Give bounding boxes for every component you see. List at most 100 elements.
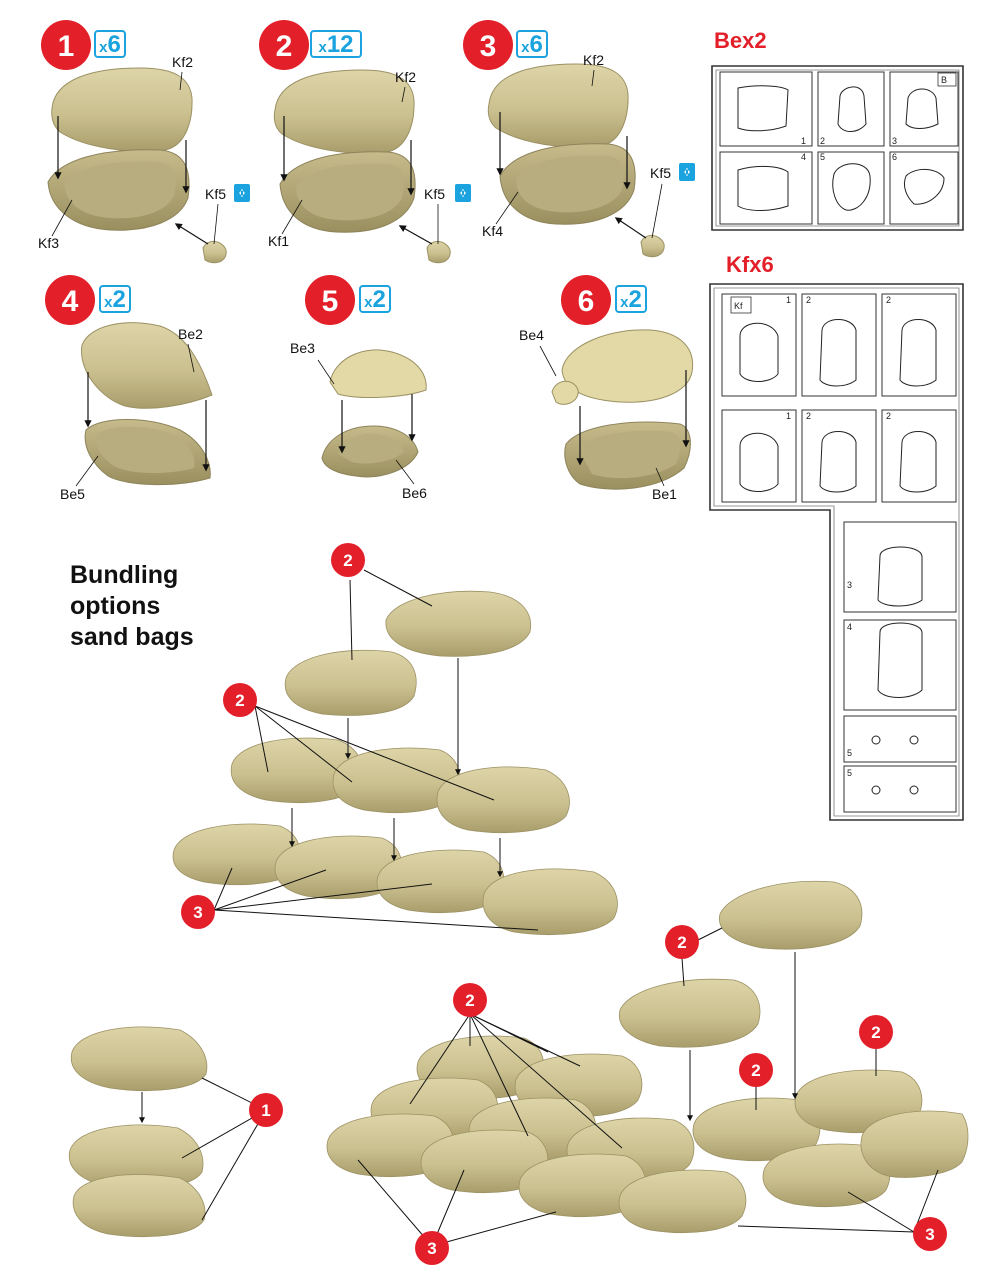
callout-badge: 2 [665, 925, 699, 959]
sprue-cell-number: 2 [886, 411, 891, 421]
part-label-bottom: Be6 [402, 485, 427, 501]
flip-icon [679, 163, 695, 181]
part-label-bottom: Kf4 [482, 223, 503, 239]
sprue-cell-number: 2 [806, 295, 811, 305]
part-label-tie: Kf5 [650, 165, 671, 181]
callout-badge: 2 [859, 1015, 893, 1049]
step-3: 3 x6 Kf2 Kf4 Kf5 [463, 20, 695, 257]
tie-part [641, 235, 664, 256]
callout-badge: 3 [415, 1231, 449, 1265]
quantity-box: x12 [311, 31, 361, 58]
qty-value: 2 [112, 286, 125, 313]
step-number: 4 [62, 285, 79, 318]
qty-value: 2 [372, 286, 385, 313]
sprue-cell-number: 3 [892, 136, 897, 146]
step-4: 4 x2 Be2 Be5 [45, 275, 212, 502]
quantity-box: x6 [517, 31, 547, 58]
sprue-cell-number: 4 [847, 622, 852, 632]
sprue-cell-number: 5 [847, 748, 852, 758]
heading-line: Bundling [70, 560, 300, 591]
callout-number: 1 [261, 1101, 270, 1120]
callout-number: 2 [751, 1061, 760, 1080]
sprue-cell-number: 2 [806, 411, 811, 421]
sprue-tag: B [941, 75, 947, 85]
bundling-heading: Bundling options sand bags [70, 560, 300, 653]
part-label-bottom: Kf3 [38, 235, 59, 251]
step-6: 6 x2 Be4 Be1 [519, 275, 693, 502]
svg-text:x2: x2 [620, 286, 642, 313]
sprue-title: Bex2 [714, 28, 767, 53]
qty-value: 6 [107, 31, 120, 58]
sprue-cell-number: 1 [801, 136, 806, 146]
sprue-cell-number: 1 [786, 411, 791, 421]
quantity-box: x2 [360, 286, 390, 313]
step-4-badge: 4 [45, 275, 95, 325]
sprue-cell-number: 2 [886, 295, 891, 305]
callout-number: 2 [235, 691, 244, 710]
step-2: 2 x12 Kf2 Kf1 Kf5 [259, 20, 471, 263]
sandbag-top-part [274, 70, 414, 153]
sprue-cell-number: 5 [820, 152, 825, 162]
sprue-kfx: Kfx6 Kf 1 2 2 1 2 2 3 4 5 5 [710, 252, 963, 820]
callout-number: 2 [871, 1023, 880, 1042]
sandbag-top-part [488, 64, 628, 147]
svg-text:x6: x6 [99, 31, 121, 58]
flip-icon [234, 184, 250, 202]
step-5: 5 x2 Be3 Be6 [290, 275, 427, 501]
callout-badge: 3 [913, 1217, 947, 1251]
sandbag-top-part [52, 68, 192, 151]
heading-line: sand bags [70, 622, 300, 653]
step-number: 1 [58, 30, 75, 63]
step-number: 3 [480, 30, 497, 63]
callout-number: 2 [465, 991, 474, 1010]
step-2-badge: 2 [259, 20, 309, 70]
flip-icon [455, 184, 471, 202]
step-5-badge: 5 [305, 275, 355, 325]
callout-badge: 2 [223, 683, 257, 717]
quantity-box: x2 [100, 286, 130, 313]
sprue-cell-number: 5 [847, 768, 852, 778]
sprue-cell-number: 3 [847, 580, 852, 590]
part-label-bottom: Kf1 [268, 233, 289, 249]
callout-badge: 2 [331, 543, 365, 577]
sprue-cell-number: 4 [801, 152, 806, 162]
sandbag-top-part [330, 350, 426, 398]
step-1-badge: 1 [41, 20, 91, 70]
step-number: 5 [322, 285, 339, 318]
step-number: 2 [276, 30, 293, 63]
callout-number: 2 [677, 933, 686, 952]
step-3-badge: 3 [463, 20, 513, 70]
tie-part [427, 241, 450, 262]
sprue-cell-number: 2 [820, 136, 825, 146]
part-label-top: Be3 [290, 340, 315, 356]
callout-number: 3 [193, 903, 202, 922]
step-number: 6 [578, 285, 595, 318]
step-6-badge: 6 [561, 275, 611, 325]
sandbag-top-part [562, 330, 693, 402]
svg-text:x6: x6 [521, 31, 543, 58]
qty-value: 2 [628, 286, 641, 313]
quantity-box: x2 [616, 286, 646, 313]
sprue-bex: Bex2 B 1 2 3 4 5 6 [712, 28, 963, 230]
callout-number: 2 [343, 551, 352, 570]
stack-wall: 2 2 2 2 3 3 [327, 881, 968, 1265]
part-label-top: Kf2 [583, 52, 604, 68]
callout-badge: 2 [739, 1053, 773, 1087]
callout-number: 3 [427, 1239, 436, 1258]
svg-text:x2: x2 [104, 286, 126, 313]
callout-number: 3 [925, 1225, 934, 1244]
sprue-tag: Kf [734, 301, 743, 311]
qty-value: 6 [529, 31, 542, 58]
tie-part [552, 381, 578, 404]
svg-text:x12: x12 [318, 31, 353, 58]
part-label-tie: Kf5 [424, 186, 445, 202]
stack-single: 1 [69, 1027, 283, 1237]
part-label-bottom: Be1 [652, 486, 677, 502]
part-label-top: Kf2 [172, 54, 193, 70]
part-label-top: Kf2 [395, 69, 416, 85]
tie-part [203, 241, 226, 262]
callout-badge: 2 [453, 983, 487, 1017]
sprue-cell-number: 6 [892, 152, 897, 162]
part-label-tie: Kf5 [205, 186, 226, 202]
callout-badge: 1 [249, 1093, 283, 1127]
